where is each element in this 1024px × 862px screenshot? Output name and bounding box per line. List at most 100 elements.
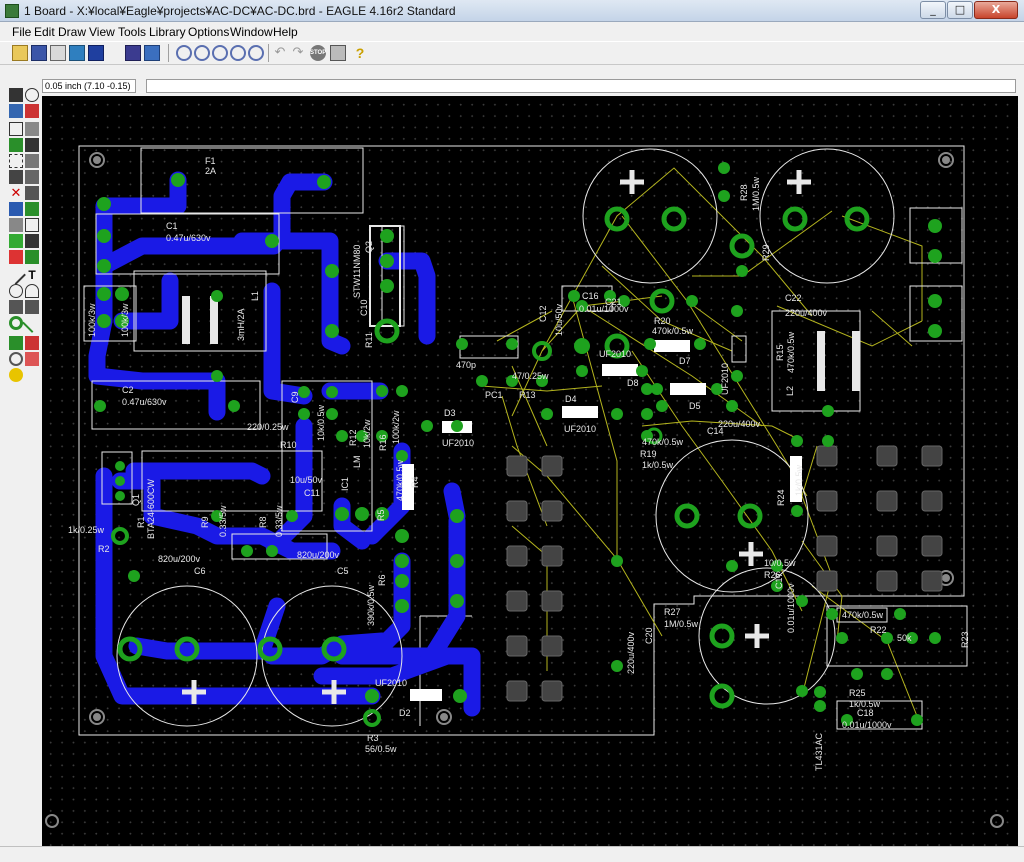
silkscreen-label-r15: R15: [775, 344, 785, 361]
title-bar[interactable]: 1 Board - X:¥local¥Eagle¥projects¥AC-DC¥…: [0, 0, 1024, 22]
change-icon[interactable]: [25, 154, 39, 168]
smash-icon[interactable]: [25, 250, 39, 264]
heatsink-outline: [141, 450, 323, 512]
silkscreen-label-r6v: 390k/0.5w: [366, 584, 376, 626]
go-icon[interactable]: [330, 45, 346, 61]
drc-icon[interactable]: [9, 352, 23, 366]
menu-tools[interactable]: Tools: [118, 25, 147, 39]
menu-draw[interactable]: Draw: [58, 25, 87, 39]
switch-schematic-icon[interactable]: [88, 45, 104, 61]
silkscreen-label-r18v: 470k/0.5w: [642, 437, 684, 447]
lock-icon[interactable]: [25, 202, 39, 216]
c-large-2-outline: [759, 148, 895, 284]
cam-processor-icon[interactable]: [69, 45, 85, 61]
silkscreen-label-d8v: UF2010: [599, 349, 631, 359]
optimize-icon[interactable]: [9, 234, 23, 248]
arc-icon[interactable]: [25, 284, 39, 298]
zoom-fit-icon[interactable]: [176, 45, 192, 61]
mark-icon[interactable]: [25, 104, 39, 118]
mounting-holes: [45, 152, 1004, 828]
text-icon[interactable]: T: [28, 268, 36, 282]
silkscreen-label-c18: C18: [857, 708, 874, 718]
errors-icon[interactable]: [25, 352, 39, 366]
mounting-hole: [938, 152, 954, 168]
ripup-icon[interactable]: [9, 250, 23, 264]
menu-library[interactable]: Library: [149, 25, 186, 39]
route-icon[interactable]: [25, 234, 39, 248]
silkscreen-labels: F12AC10.47u/630vL13mH/2AC20.47u/630vQ2ST…: [68, 156, 970, 771]
silkscreen-label-r25: R25: [849, 688, 866, 698]
f1-outline: [140, 147, 364, 214]
zoom-select-icon[interactable]: [248, 45, 264, 61]
silkscreen-label-d4: D4: [565, 394, 577, 404]
ic-area-outline: [281, 380, 373, 532]
via-icon[interactable]: [9, 316, 23, 330]
redo-icon[interactable]: ↷: [292, 44, 304, 59]
wire-icon[interactable]: [6, 265, 26, 285]
menu-window[interactable]: Window: [230, 25, 273, 39]
r4-body: [402, 464, 414, 510]
paste-icon[interactable]: [9, 170, 23, 184]
print-icon[interactable]: [50, 45, 66, 61]
save-icon[interactable]: [31, 45, 47, 61]
circle-icon[interactable]: [9, 284, 23, 298]
menu-options[interactable]: Options: [188, 25, 230, 39]
auto-route-icon[interactable]: [25, 336, 39, 350]
ratsnest-icon[interactable]: [9, 336, 23, 350]
main-toolbar: ↶ ↷ STOP ?: [0, 41, 1024, 65]
help-button[interactable]: ?: [355, 45, 365, 61]
pcb-drawing[interactable]: F12AC10.47u/630vL13mH/2AC20.47u/630vQ2ST…: [42, 96, 1018, 846]
replace-icon[interactable]: [9, 202, 23, 216]
menu-view[interactable]: View: [89, 25, 115, 39]
silkscreen-label-r13v: 47/0.25w: [512, 371, 549, 381]
polygon-icon[interactable]: [25, 300, 39, 314]
plus-mark: [322, 680, 346, 704]
copy-icon[interactable]: [25, 122, 39, 136]
maximize-button[interactable]: □: [947, 1, 973, 19]
toolbar-separator: [268, 44, 269, 62]
miter-icon[interactable]: [25, 218, 39, 232]
pinswap-icon[interactable]: [25, 186, 39, 200]
add-icon[interactable]: ✕: [10, 185, 22, 200]
mounting-hole: [45, 814, 59, 828]
command-line-input[interactable]: [146, 79, 1016, 93]
rect-icon[interactable]: [9, 300, 23, 314]
menu-help[interactable]: Help: [273, 25, 298, 39]
undo-icon[interactable]: ↶: [274, 44, 286, 59]
info-icon[interactable]: [9, 88, 23, 102]
help-hint-icon[interactable]: [9, 368, 23, 382]
menu-edit[interactable]: Edit: [34, 25, 55, 39]
silkscreen-label-q1v: BTA24-600CW: [146, 479, 156, 539]
move-icon[interactable]: [9, 122, 23, 136]
redraw-icon[interactable]: [230, 45, 246, 61]
signal-icon[interactable]: [22, 313, 42, 333]
display-layers-icon[interactable]: [9, 104, 23, 118]
zoom-in-icon[interactable]: [194, 45, 210, 61]
show-icon[interactable]: [25, 88, 39, 102]
component-bodies: [182, 225, 888, 701]
silkscreen-label-c2v: 0.47u/630v: [122, 397, 167, 407]
eagle-app-icon[interactable]: [5, 4, 19, 18]
minimize-button[interactable]: _: [920, 1, 946, 19]
polarity-marks: [182, 170, 811, 704]
close-button[interactable]: X: [974, 1, 1018, 19]
run-ulp-icon[interactable]: [144, 45, 160, 61]
mirror-icon[interactable]: [9, 138, 23, 152]
silkscreen-label-r28v: 1M/0.5w: [751, 176, 761, 211]
silkscreen-label-r9: R9: [200, 516, 210, 528]
silkscreen-label-r10: R10: [280, 440, 297, 450]
l1-core-left: [182, 296, 190, 344]
mounting-hole: [990, 814, 1004, 828]
stop-button[interactable]: STOP: [310, 45, 326, 61]
group-icon[interactable]: [9, 154, 23, 168]
mounting-hole: [436, 709, 452, 725]
run-script-icon[interactable]: [125, 45, 141, 61]
delete-icon[interactable]: [25, 170, 39, 184]
zoom-out-icon[interactable]: [212, 45, 228, 61]
silkscreen-label-c14v: 220u/400v: [718, 419, 761, 429]
open-icon[interactable]: [12, 45, 28, 61]
split-icon[interactable]: [9, 218, 23, 232]
menu-file[interactable]: File: [12, 25, 32, 39]
rotate-icon[interactable]: [25, 138, 39, 152]
